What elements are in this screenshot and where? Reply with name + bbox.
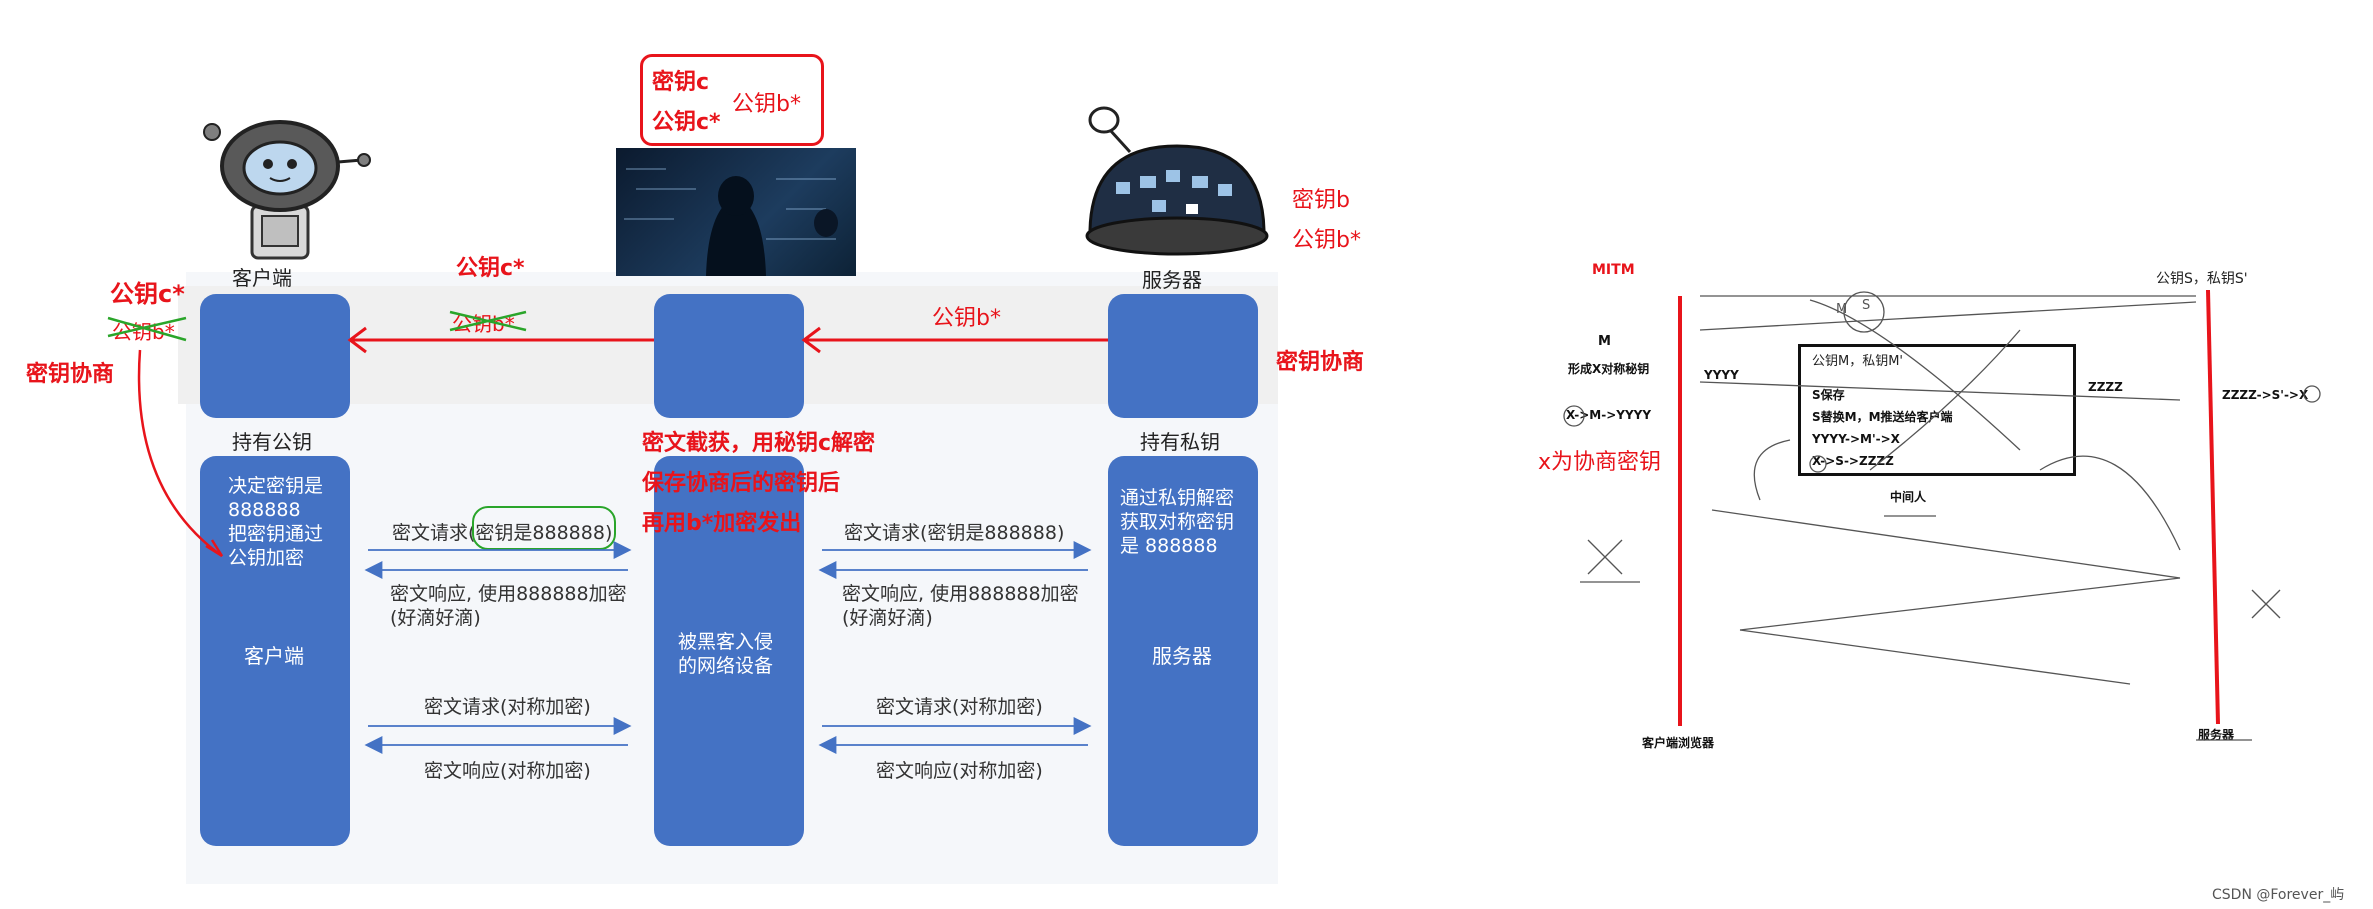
mitm-sketch <box>1564 290 2320 740</box>
negotiation-curve <box>139 350 222 556</box>
message-arrows <box>368 550 1088 745</box>
strike-marks <box>108 312 526 340</box>
key-exchange-arrows <box>350 328 1108 352</box>
